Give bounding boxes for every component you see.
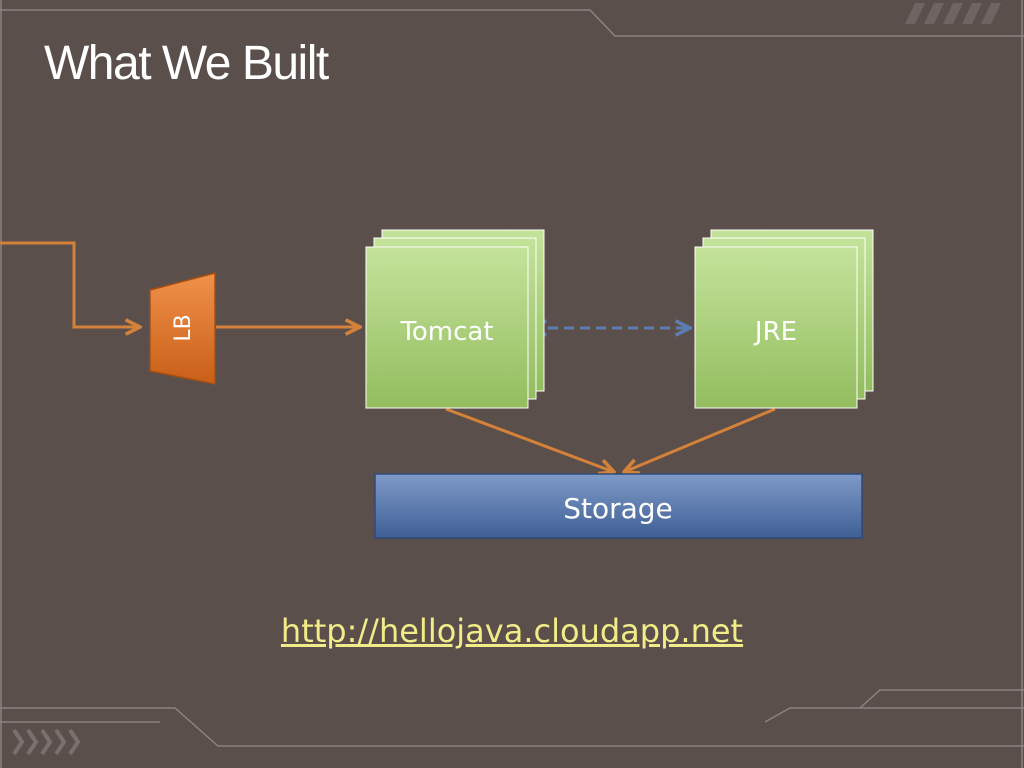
chevrons-icon	[12, 728, 81, 756]
tomcat-node[interactable]: Tomcat	[365, 229, 545, 409]
jre-label: JRE	[753, 317, 797, 347]
stripes-icon	[905, 3, 1001, 24]
storage-label: Storage	[563, 492, 673, 525]
lb-label: LB	[171, 314, 196, 341]
lb-node[interactable]: LB	[149, 272, 216, 385]
tomcat-label: Tomcat	[399, 317, 493, 347]
jre-node[interactable]: JRE	[694, 229, 874, 409]
edge-jre-to-storage	[624, 407, 776, 472]
slide-title: What We Built	[44, 37, 329, 90]
edge-incoming-to-lb	[0, 241, 140, 327]
edge-tomcat-to-storage	[445, 407, 614, 472]
hellojava-link[interactable]: http://hellojava.cloudapp.net	[280, 612, 744, 650]
storage-node[interactable]: Storage	[374, 473, 863, 539]
